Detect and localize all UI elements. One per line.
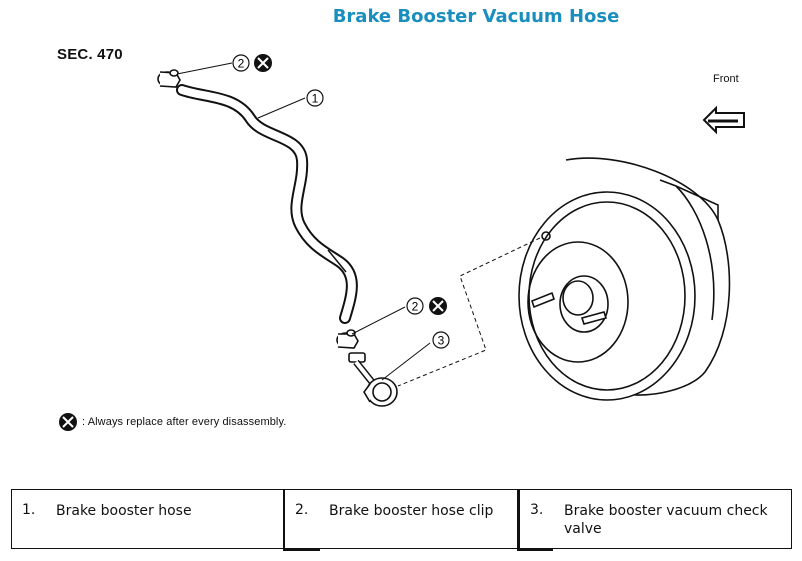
- hose-clip-top: [157, 69, 181, 88]
- svg-text:3: 3: [438, 334, 445, 348]
- part-number: 2.: [295, 502, 309, 518]
- vacuum-hose: [176, 84, 358, 324]
- svg-text:2: 2: [238, 57, 245, 71]
- part-label: Brake booster vacuum check valve: [564, 503, 768, 537]
- callout-1: 1: [306, 89, 324, 107]
- part-number: 3.: [530, 502, 544, 518]
- circle-x-icon: [59, 413, 77, 431]
- part-number: 1.: [22, 502, 36, 518]
- check-valve: [348, 352, 398, 407]
- table-divider: [517, 489, 519, 551]
- brake-booster-diagram: 2 1 2 3: [157, 54, 745, 407]
- legend-text: : Always replace after every disassembly…: [82, 416, 287, 428]
- connector-lines: [397, 237, 541, 387]
- table-divider: [283, 489, 285, 551]
- callout-2-bottom: 2: [406, 297, 447, 315]
- circle-x-icon: [254, 54, 272, 72]
- legend: : Always replace after every disassembly…: [58, 412, 286, 432]
- callout-2-top: 2: [232, 54, 272, 72]
- part-cell: 1. Brake booster hose: [11, 489, 285, 549]
- table-shadow: [283, 548, 320, 551]
- front-arrow-icon: [702, 105, 745, 135]
- front-label: Front: [713, 73, 739, 85]
- parts-table: 1. Brake booster hose 2. Brake booster h…: [11, 489, 792, 549]
- table-shadow: [517, 548, 553, 551]
- hose-clip-bottom: [336, 329, 359, 349]
- section-label: SEC. 470: [57, 46, 123, 63]
- part-label: Brake booster hose: [56, 503, 192, 519]
- callout-3: 3: [432, 331, 450, 349]
- table-row: 1. Brake booster hose 2. Brake booster h…: [11, 489, 792, 549]
- part-label: Brake booster hose clip: [329, 503, 494, 519]
- page-title: Brake Booster Vacuum Hose: [332, 6, 620, 27]
- leader-lines: [176, 62, 431, 381]
- svg-text:2: 2: [412, 300, 419, 314]
- part-cell: 3. Brake booster vacuum check valve: [519, 489, 792, 549]
- svg-text:1: 1: [312, 92, 319, 106]
- part-cell: 2. Brake booster hose clip: [284, 489, 520, 549]
- brake-booster: [518, 157, 731, 401]
- circle-x-icon: [429, 297, 447, 315]
